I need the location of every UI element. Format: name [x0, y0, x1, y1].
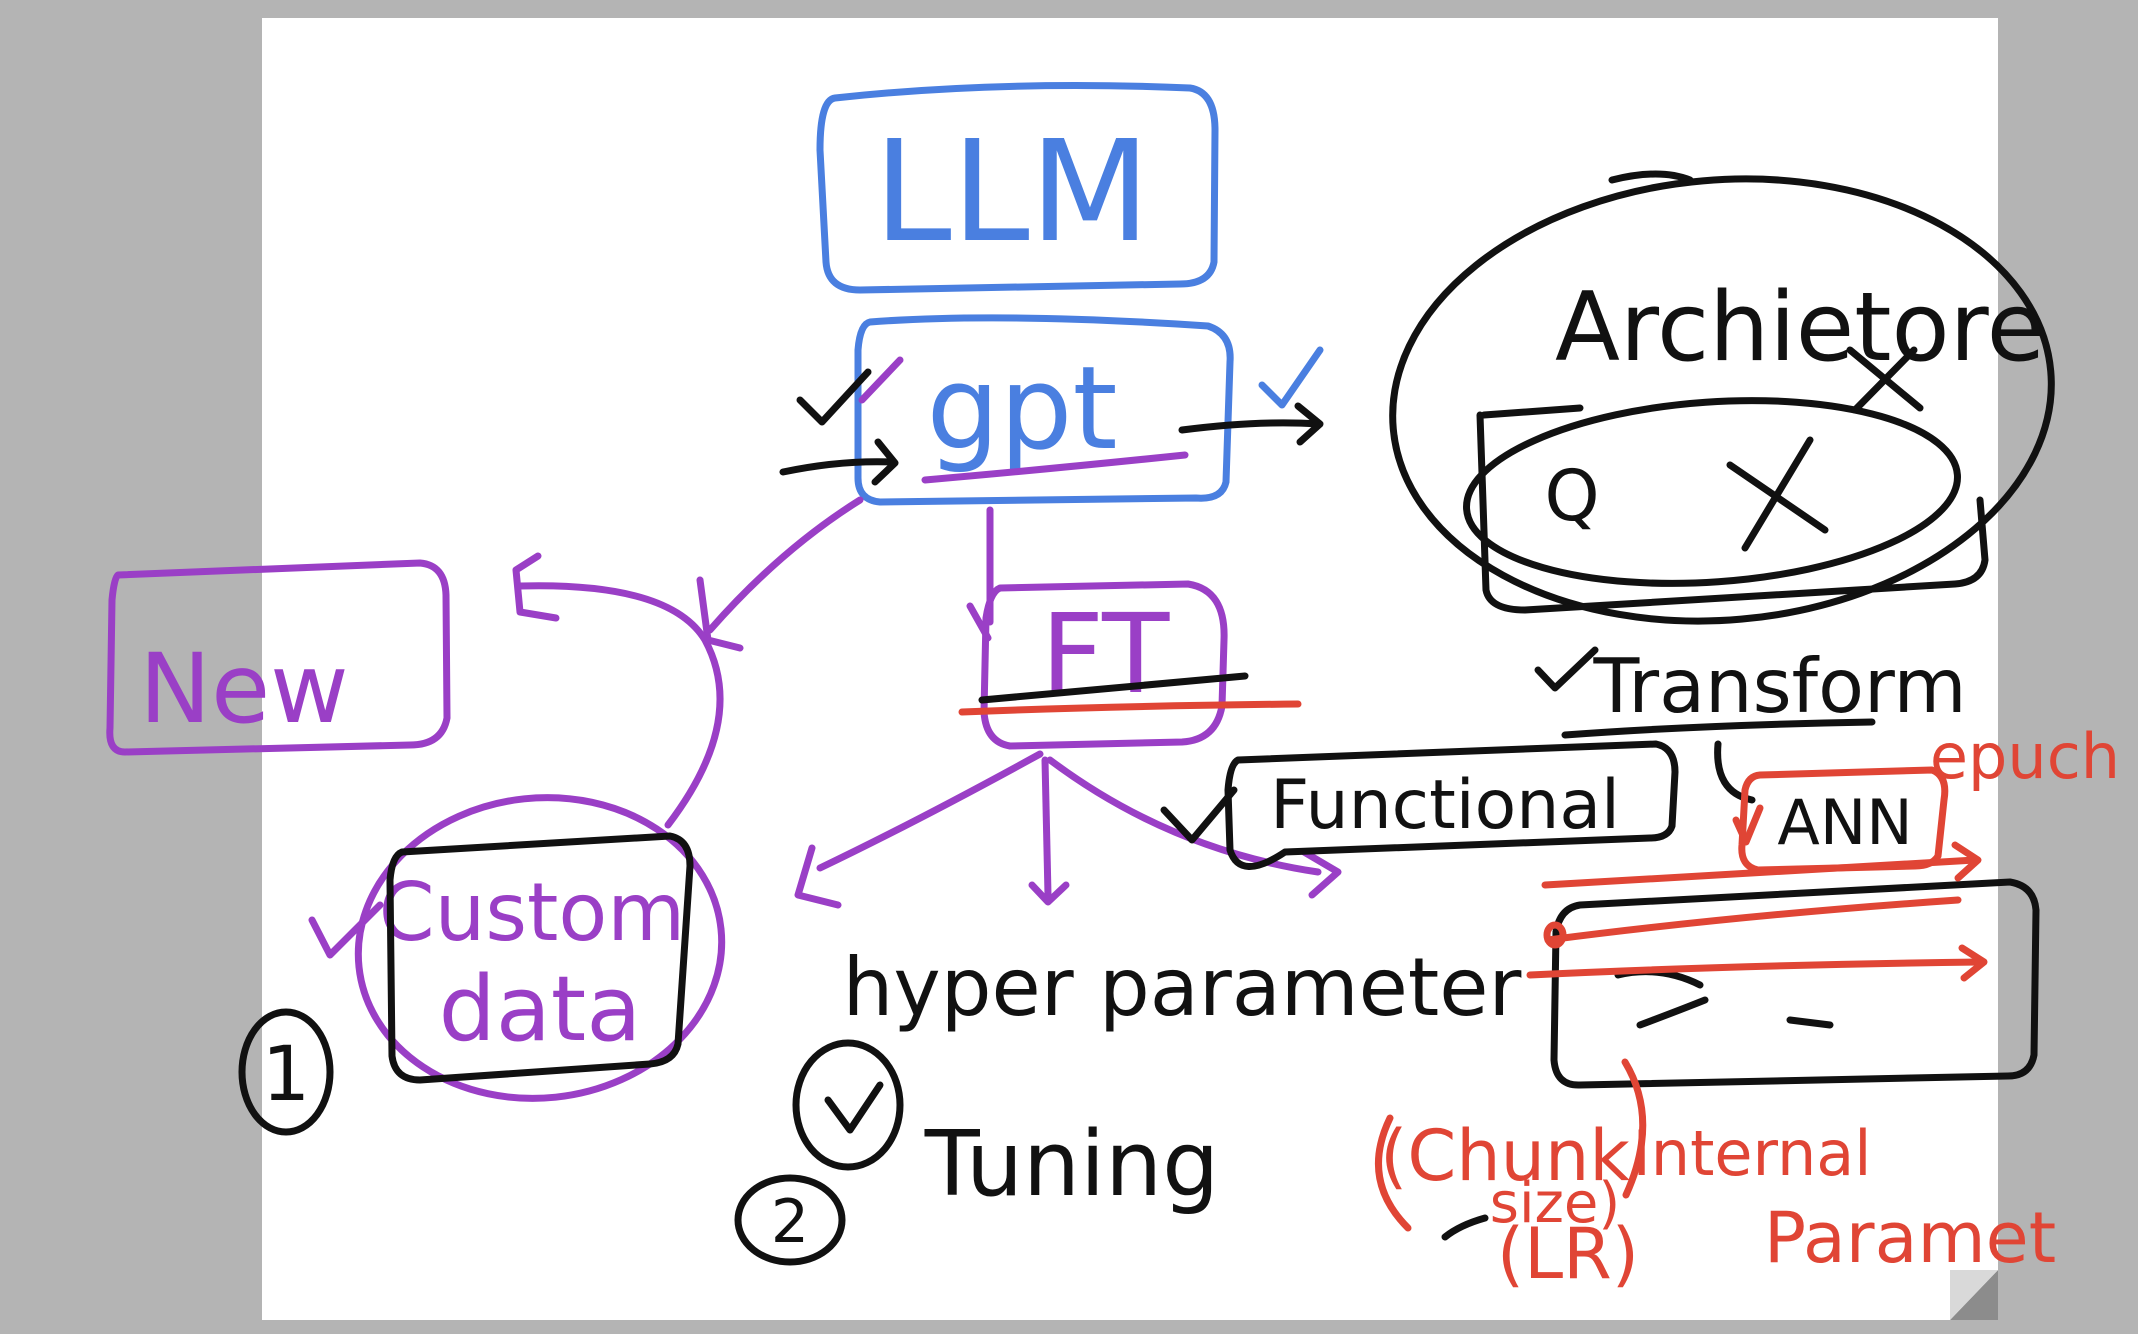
tuning-check-circle — [792, 1039, 904, 1171]
step-2-circle — [734, 1174, 846, 1266]
dots-middle-arrow-head-icon — [1958, 944, 1988, 982]
architecture-cross-icon — [1846, 346, 1924, 414]
gpt-underline — [921, 451, 1189, 484]
epoch-arrow-head-icon — [1951, 841, 1982, 882]
hyperparameter-label: hyper parameter — [843, 941, 1522, 1034]
ft-to-functional-arrow — [1046, 756, 1322, 876]
internal-label: Internal — [1633, 1117, 1872, 1190]
new-box — [106, 559, 451, 756]
architecture-circle — [1389, 175, 2055, 625]
chunk-size-close-bracket — [1621, 1058, 1647, 1199]
gpt-purple-tick — [858, 356, 904, 404]
gpt-output-arrow — [1178, 419, 1322, 434]
ann-label: ANN — [1777, 786, 1912, 859]
lr-label: (LR) — [1497, 1213, 1639, 1295]
parameter-label: Paramet — [1764, 1197, 2056, 1279]
epoch-label: epuch — [1930, 720, 2120, 793]
step-1-circle — [238, 1008, 334, 1136]
architecture-top-stroke — [1608, 170, 1694, 184]
ft-to-left-arrow-head-icon — [794, 844, 842, 909]
page-fold-corner-icon — [1950, 1270, 1998, 1320]
step-1-label: 1 — [262, 1029, 310, 1118]
k-cross-icon — [1726, 436, 1829, 552]
gpt-output-arrow-head-icon — [1294, 402, 1324, 446]
epoch-arrow — [1541, 856, 1979, 889]
data-label: data — [439, 957, 642, 1062]
new-label: New — [139, 633, 348, 745]
tuning-check-icon — [824, 1081, 884, 1134]
dots-top-start-icon — [1543, 921, 1567, 949]
gpt-right-check-icon — [1258, 346, 1324, 409]
ann-dots — [1598, 919, 1979, 1056]
ft-underline-black — [978, 672, 1249, 704]
ft-box — [980, 580, 1228, 750]
custom-data-box — [386, 832, 694, 1084]
q-k-ellipse — [1463, 397, 1961, 587]
ann-connection-line — [1614, 968, 1834, 1029]
functional-check-icon — [1160, 786, 1238, 844]
lr-pointer — [1441, 1214, 1489, 1241]
dots-top-strike — [1544, 896, 1962, 944]
ft-to-hyperparameter-arrow — [1041, 756, 1052, 899]
chunk-label: (Chunk — [1380, 1115, 1630, 1197]
gpt-input-arrow — [779, 458, 896, 476]
gpt-label: gpt — [926, 342, 1117, 476]
gpt-left-check-icon — [796, 368, 872, 426]
transform-label: Transform — [1592, 642, 1966, 730]
llm-label: LLM — [874, 111, 1151, 274]
ft-to-left-arrow — [816, 750, 1044, 872]
custom-label: Custom — [379, 866, 685, 959]
q-label: Q — [1544, 455, 1599, 537]
custom-data-to-new-arrow-head-icon — [512, 552, 560, 622]
gpt-input-arrow-head-icon — [871, 438, 899, 486]
step-2-label: 2 — [771, 1187, 809, 1257]
transform-check-icon — [1534, 646, 1599, 692]
architecture-inner-box — [1476, 404, 1989, 614]
ft-to-hyperparameter-arrow-head-icon — [1028, 881, 1070, 906]
ann-check-icon — [1732, 804, 1764, 846]
size-label: size) — [1490, 1171, 1620, 1236]
functional-label: Functional — [1270, 766, 1620, 845]
ft-label: FT — [1041, 590, 1170, 718]
custom-data-check-icon — [308, 901, 384, 959]
custom-data-circle — [354, 794, 726, 1102]
ft-underline-red — [958, 700, 1302, 716]
llm-box — [816, 82, 1219, 294]
gpt-to-new-arrow — [706, 496, 864, 634]
dots-middle-strike — [1526, 958, 1984, 979]
whiteboard-canvas[interactable] — [262, 18, 1998, 1320]
functional-box — [1224, 740, 1679, 870]
gpt-box — [854, 314, 1234, 506]
tuning-label: Tuning — [924, 1112, 1220, 1217]
transform-underline — [1561, 718, 1876, 739]
custom-data-to-new-curve — [516, 582, 724, 829]
chunk-size-bracket — [1375, 1114, 1412, 1232]
architecture-label: Archietore — [1555, 273, 2045, 383]
ft-to-functional-arrow-head-icon — [1300, 848, 1342, 899]
